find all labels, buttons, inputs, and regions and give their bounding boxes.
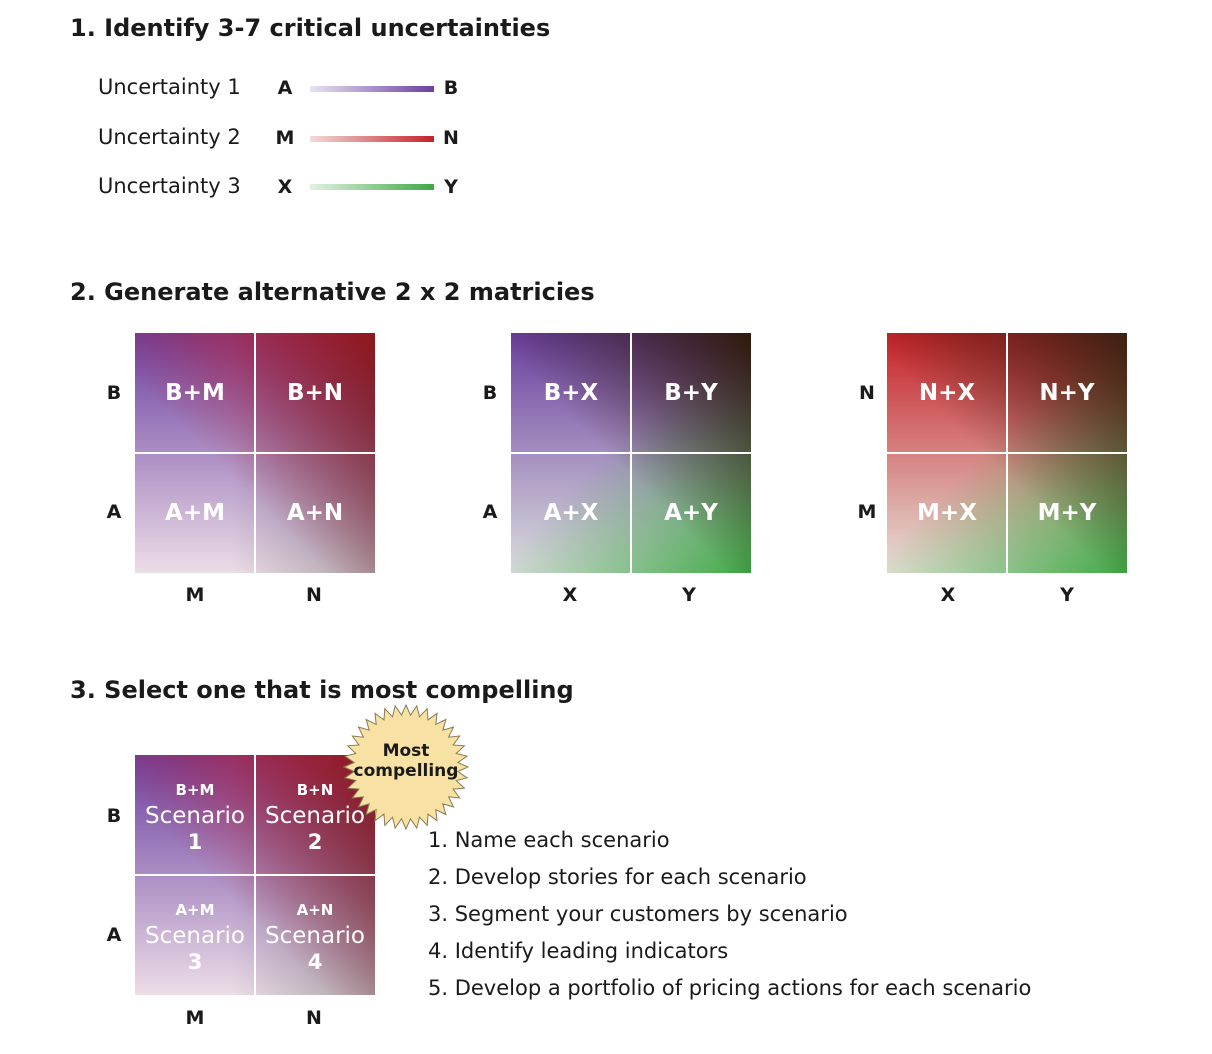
matrix-cell: M+X <box>917 500 977 526</box>
list-item: 1. Name each scenario <box>428 828 670 852</box>
y-axis-label-top: N <box>859 382 875 404</box>
uncertainty-end: Y <box>444 176 458 198</box>
step1-heading: 1. Identify 3-7 critical uncertainties <box>70 14 551 42</box>
matrix-grid: B+M B+N A+M A+N <box>135 333 375 573</box>
action-list: 1. Name each scenario 2. Develop stories… <box>428 826 1031 1011</box>
matrix-cell: B+Y <box>664 380 718 406</box>
list-item: 5. Develop a portfolio of pricing action… <box>428 976 1032 1000</box>
x-axis-label-left: X <box>562 584 578 606</box>
scenario-number: 3 <box>187 950 203 974</box>
starburst-icon <box>342 703 470 831</box>
x-axis-label-right: N <box>306 584 322 606</box>
matrix-cell: B+N <box>286 380 344 406</box>
scenario-code: B+M <box>175 781 215 799</box>
matrix-cell: A+M <box>165 500 225 526</box>
badge-line-2: compelling <box>353 761 459 781</box>
scenario-cell-3: A+M Scenario 3 <box>135 875 255 995</box>
y-axis-label-bottom: A <box>106 924 122 946</box>
scenario-cell-2: B+N Scenario 2 <box>255 755 375 875</box>
scenario-name: Scenario <box>265 923 365 949</box>
scenario-cell-1: B+M Scenario 1 <box>135 755 255 875</box>
x-axis-label-right: Y <box>1060 584 1074 606</box>
uncertainty-start: A <box>277 77 293 99</box>
scenario-name: Scenario <box>145 923 245 949</box>
y-axis-label-bottom: A <box>482 501 498 523</box>
x-axis-label-left: M <box>185 1007 205 1029</box>
list-item: 3. Segment your customers by scenario <box>428 902 848 926</box>
uncertainty-label: Uncertainty 2 <box>98 125 241 149</box>
y-axis-label-top: B <box>106 382 122 404</box>
step2-heading: 2. Generate alternative 2 x 2 matricies <box>70 278 595 306</box>
y-axis-label-top: B <box>106 805 122 827</box>
uncertainty-gradient-bar <box>310 136 434 142</box>
scenario-cell-4: A+N Scenario 4 <box>255 875 375 995</box>
matrix-cell: A+Y <box>664 500 718 526</box>
uncertainty-end: B <box>443 77 459 99</box>
scenario-number: 4 <box>307 950 323 974</box>
uncertainty-start: X <box>277 176 293 198</box>
y-axis-label-bottom: A <box>106 501 122 523</box>
matrix-grid: B+M Scenario 1 B+N Scenario 2 A+M Scenar… <box>135 755 375 995</box>
scenario-code: A+M <box>175 901 215 919</box>
uncertainty-label: Uncertainty 3 <box>98 174 241 198</box>
scenario-number: 2 <box>307 830 323 854</box>
y-axis-label-bottom: M <box>857 501 877 523</box>
matrix-cell: B+M <box>165 380 225 406</box>
matrix-grid: N+X N+Y M+X M+Y <box>887 333 1127 573</box>
list-item: 4. Identify leading indicators <box>428 939 729 963</box>
x-axis-label-left: M <box>185 584 205 606</box>
matrix-cell: N+X <box>918 380 976 406</box>
uncertainty-label: Uncertainty 1 <box>98 75 241 99</box>
badge-line-1: Most <box>382 741 430 761</box>
uncertainty-start: M <box>275 127 295 149</box>
list-item: 2. Develop stories for each scenario <box>428 865 807 889</box>
step3-heading: 3. Select one that is most compelling <box>70 676 574 704</box>
matrix-grid: B+X B+Y A+X A+Y <box>511 333 751 573</box>
uncertainty-gradient-bar <box>310 184 434 190</box>
scenario-name: Scenario <box>265 803 365 829</box>
scenario-number: 1 <box>187 830 203 854</box>
scenario-code: A+N <box>296 901 334 919</box>
most-compelling-badge: Most compelling <box>341 702 471 832</box>
x-axis-label-right: Y <box>682 584 696 606</box>
x-axis-label-left: X <box>940 584 956 606</box>
scenario-code: B+N <box>296 781 334 799</box>
uncertainty-end: N <box>443 127 459 149</box>
matrix-cell: A+X <box>543 500 599 526</box>
matrix-cell: B+X <box>543 380 599 406</box>
scenario-name: Scenario <box>145 803 245 829</box>
matrix-cell: N+Y <box>1039 380 1095 406</box>
uncertainty-gradient-bar <box>310 86 434 92</box>
matrix-cell: A+N <box>286 500 344 526</box>
matrix-cell: M+Y <box>1037 500 1097 526</box>
x-axis-label-right: N <box>306 1007 322 1029</box>
y-axis-label-top: B <box>482 382 498 404</box>
